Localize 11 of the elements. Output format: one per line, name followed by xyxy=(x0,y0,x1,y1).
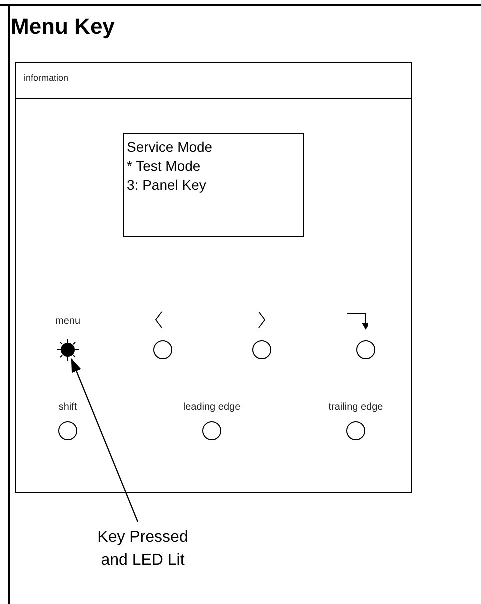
callout-text: Key Pressed and LED Lit xyxy=(93,526,193,588)
diagram-title: Menu Key xyxy=(11,14,115,40)
display-screen xyxy=(123,133,304,237)
key-label: leading edge xyxy=(183,402,241,413)
display-text: Service Mode * Test Mode 3: Panel Key xyxy=(127,138,214,195)
key-label: menu xyxy=(56,316,80,327)
key-label: shift xyxy=(58,402,78,413)
header-text: information xyxy=(24,73,69,83)
leader-arrow xyxy=(71,358,139,522)
lit-led-icon xyxy=(57,339,79,361)
key-label: trailing edge xyxy=(328,402,384,413)
